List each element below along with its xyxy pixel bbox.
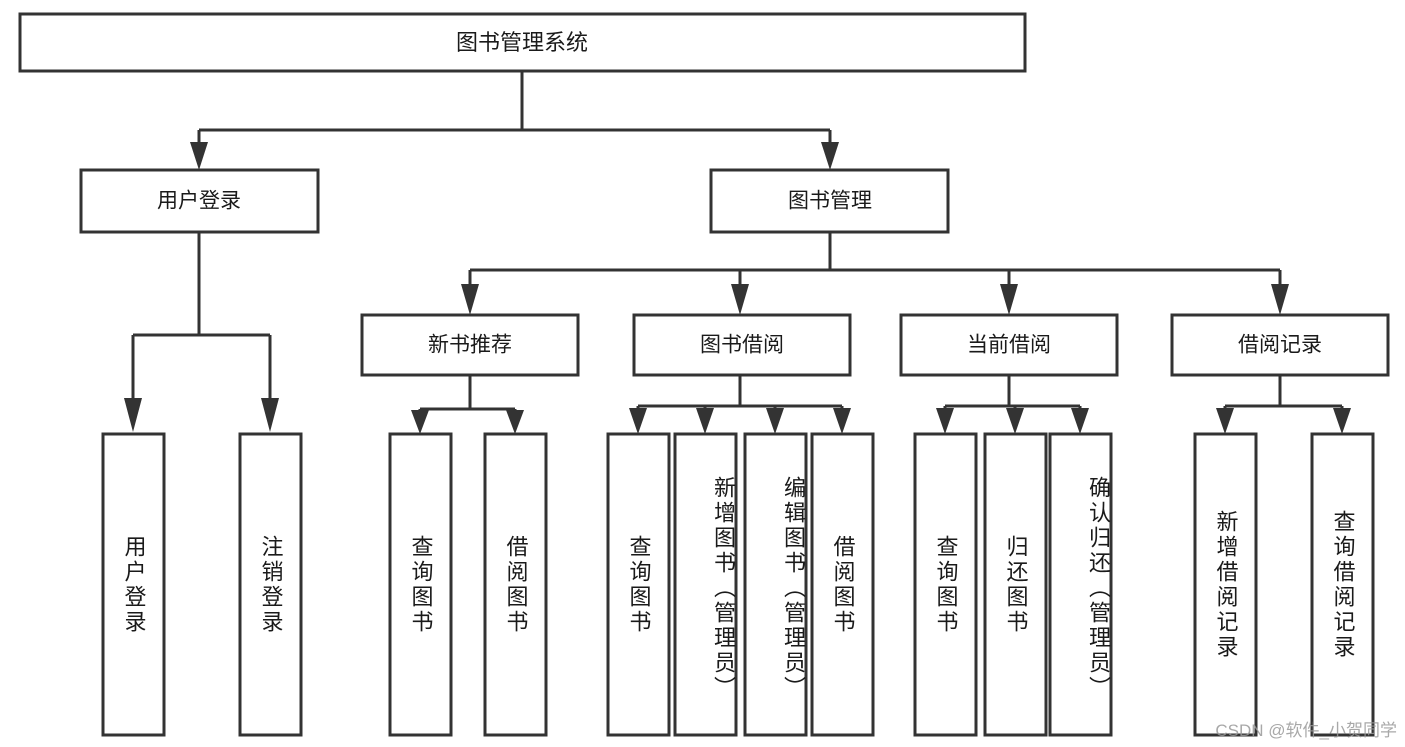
node-user-login[interactable]: 用户登录 bbox=[79, 168, 320, 234]
node-book-borrow-label: 图书借阅 bbox=[700, 334, 784, 357]
node-current-borrow[interactable]: 当前借阅 bbox=[899, 313, 1119, 377]
node-new-book-recommend[interactable]: 新书推荐 bbox=[360, 313, 580, 377]
leaf-boxes-layer bbox=[101, 432, 1375, 737]
arrow-head-leaf-query-book-2 bbox=[629, 408, 647, 434]
node-user-login-box[interactable] bbox=[79, 168, 320, 234]
node-book-manage-label: 图书管理 bbox=[788, 190, 872, 213]
arrow-head-leaf-query-book-3 bbox=[936, 408, 954, 434]
arrow-head-leaf-query-record bbox=[1333, 408, 1351, 434]
node-book-borrow-box[interactable] bbox=[632, 313, 852, 377]
arrow-head-leaf-borrow-book-1 bbox=[506, 410, 524, 434]
node-new-book-recommend-label: 新书推荐 bbox=[428, 334, 512, 357]
node-current-borrow-box[interactable] bbox=[899, 313, 1119, 377]
node-book-manage[interactable]: 图书管理 bbox=[709, 168, 950, 234]
leaf-box-borrow-book-2[interactable] bbox=[810, 432, 875, 737]
node-borrow-record-label: 借阅记录 bbox=[1238, 334, 1322, 357]
arrow-head-leaf-user-logout bbox=[261, 398, 279, 432]
arrow-head-leaf-edit-book bbox=[766, 408, 784, 434]
leaf-box-confirm-return[interactable] bbox=[1048, 432, 1113, 737]
arrow-head-leaf-add-record bbox=[1216, 408, 1234, 434]
leaf-box-query-record[interactable] bbox=[1310, 432, 1375, 737]
leaf-box-query-book-1[interactable] bbox=[388, 432, 453, 737]
node-root[interactable]: 图书管理系统 bbox=[18, 12, 1027, 73]
node-book-borrow[interactable]: 图书借阅 bbox=[632, 313, 852, 377]
leaf-box-edit-book[interactable] bbox=[743, 432, 808, 737]
arrow-head-leaf-query-book-1 bbox=[411, 410, 429, 434]
arrow-head-leaf-return-book bbox=[1006, 408, 1024, 434]
node-root-box[interactable] bbox=[18, 12, 1027, 73]
node-borrow-record[interactable]: 借阅记录 bbox=[1170, 313, 1390, 377]
arrow-head-new-book-recommend bbox=[461, 284, 479, 315]
arrow-head-leaf-confirm-return bbox=[1071, 408, 1089, 434]
arrow-head-leaf-add-book bbox=[696, 408, 714, 434]
watermark-text: CSDN @软件_小贺同学 bbox=[1215, 721, 1397, 740]
arrow-head-current-borrow bbox=[1000, 284, 1018, 315]
arrow-head-book-borrow bbox=[731, 284, 749, 315]
leaf-box-add-book[interactable] bbox=[673, 432, 738, 737]
leaf-box-user-login[interactable] bbox=[101, 432, 166, 737]
arrow-head-user-login bbox=[190, 142, 208, 170]
arrow-head-borrow-record bbox=[1271, 284, 1289, 315]
node-book-manage-box[interactable] bbox=[709, 168, 950, 234]
node-new-book-recommend-box[interactable] bbox=[360, 313, 580, 377]
connectors-layer bbox=[124, 71, 1351, 434]
leaf-box-query-book-2[interactable] bbox=[606, 432, 671, 737]
leaf-box-return-book[interactable] bbox=[983, 432, 1048, 737]
node-user-login-label: 用户登录 bbox=[157, 190, 241, 213]
leaf-box-query-book-3[interactable] bbox=[913, 432, 978, 737]
arrow-head-book-manage bbox=[821, 142, 839, 170]
leaf-box-borrow-book-1[interactable] bbox=[483, 432, 548, 737]
node-current-borrow-label: 当前借阅 bbox=[967, 334, 1051, 357]
node-borrow-record-box[interactable] bbox=[1170, 313, 1390, 377]
leaf-box-user-logout[interactable] bbox=[238, 432, 303, 737]
leaf-box-add-record[interactable] bbox=[1193, 432, 1258, 737]
arrow-head-leaf-user-login bbox=[124, 398, 142, 432]
node-root-label: 图书管理系统 bbox=[456, 30, 588, 55]
arrow-head-leaf-borrow-book-2 bbox=[833, 408, 851, 434]
